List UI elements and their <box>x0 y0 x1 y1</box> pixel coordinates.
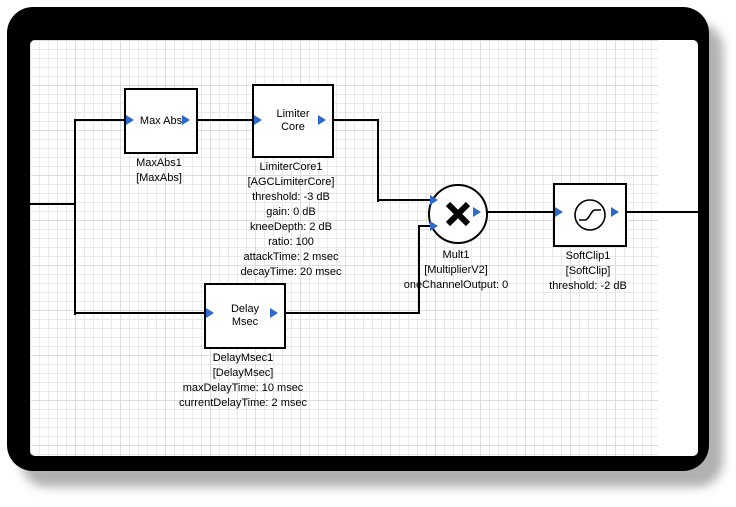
delay-output-pin-icon[interactable] <box>270 308 278 318</box>
wire-limiter-down-vertical[interactable] <box>377 119 379 202</box>
limiter-input-pin-icon[interactable] <box>254 115 262 125</box>
limiter-caption: LimiterCore1 [AGCLimiterCore] threshold:… <box>211 160 371 280</box>
softclip-curve-icon <box>555 185 625 245</box>
block-type-name: [MultiplierV2] <box>424 264 488 276</box>
wire-mult-to-softclip[interactable] <box>482 211 555 213</box>
mult-output-pin-icon[interactable] <box>473 207 481 217</box>
wire-delay-out-horizontal[interactable] <box>280 312 420 314</box>
wire-maxabs-to-limiter[interactable] <box>192 119 254 121</box>
block-instance-name: LimiterCore1 <box>259 161 323 173</box>
param-kneedepth: kneeDepth: 2 dB <box>250 221 332 233</box>
wire-limiter-to-mult[interactable] <box>377 199 433 201</box>
wire-delay-to-mult[interactable] <box>418 225 433 227</box>
maxabs-output-pin-icon[interactable] <box>182 115 190 125</box>
mult-input2-pin-icon[interactable] <box>430 221 438 231</box>
mult-caption: Mult1 [MultiplierV2] oneChannelOutput: 0 <box>376 248 536 293</box>
wire-branch-to-delay[interactable] <box>74 312 208 314</box>
maxabs-caption: MaxAbs1 [MaxAbs] <box>89 156 229 186</box>
block-instance-name: Mult1 <box>442 249 470 261</box>
block-delay-title-line1: Delay <box>230 303 260 315</box>
param-onechanneloutput: oneChannelOutput: 0 <box>403 279 509 291</box>
block-instance-name: SoftClip1 <box>565 250 611 262</box>
delay-input-pin-icon[interactable] <box>206 308 214 318</box>
block-type-name: [MaxAbs] <box>136 172 182 184</box>
multiply-icon <box>430 186 486 242</box>
mult-input1-pin-icon[interactable] <box>430 195 438 205</box>
softclip-output-pin-icon[interactable] <box>611 207 619 217</box>
softclip-caption: SoftClip1 [SoftClip] threshold: -2 dB <box>508 249 668 294</box>
wire-delay-up-vertical[interactable] <box>418 225 420 314</box>
block-instance-name: MaxAbs1 <box>136 157 182 169</box>
window-frame: Max Abs MaxAbs1 [MaxAbs] Limiter Core Li… <box>7 7 709 471</box>
delay-caption: DelayMsec1 [DelayMsec] maxDelayTime: 10 … <box>153 351 333 411</box>
param-ratio: ratio: 100 <box>268 236 314 248</box>
block-delay-msec[interactable]: Delay Msec <box>204 283 286 349</box>
block-type-name: [SoftClip] <box>565 265 611 277</box>
param-decaytime: decayTime: 20 msec <box>240 266 342 278</box>
limiter-output-pin-icon[interactable] <box>318 115 326 125</box>
block-type-name: [DelayMsec] <box>212 367 274 379</box>
param-threshold: threshold: -3 dB <box>252 191 330 203</box>
param-currentdelaytime: currentDelayTime: 2 msec <box>179 397 307 409</box>
wire-input-branch-vertical[interactable] <box>74 119 76 315</box>
design-canvas[interactable]: Max Abs MaxAbs1 [MaxAbs] Limiter Core Li… <box>30 40 698 456</box>
softclip-input-pin-icon[interactable] <box>555 207 563 217</box>
block-delay-title-line2: Msec <box>231 316 259 328</box>
block-limiter-title-line1: Limiter <box>276 108 310 120</box>
param-gain: gain: 0 dB <box>266 206 316 218</box>
block-maxabs-title: Max Abs <box>139 114 183 127</box>
block-type-name: [AGCLimiterCore] <box>247 176 335 188</box>
wire-input-main[interactable] <box>30 203 76 205</box>
wire-limiter-out-horizontal[interactable] <box>328 119 379 121</box>
param-maxdelaytime: maxDelayTime: 10 msec <box>182 382 304 394</box>
block-limiter-title-line2: Core <box>281 121 305 133</box>
block-instance-name: DelayMsec1 <box>212 352 274 364</box>
maxabs-input-pin-icon[interactable] <box>126 115 134 125</box>
param-attacktime: attackTime: 2 msec <box>243 251 339 263</box>
wire-branch-to-maxabs[interactable] <box>74 119 126 121</box>
param-threshold: threshold: -2 dB <box>549 280 627 292</box>
wire-softclip-out[interactable] <box>621 211 698 213</box>
